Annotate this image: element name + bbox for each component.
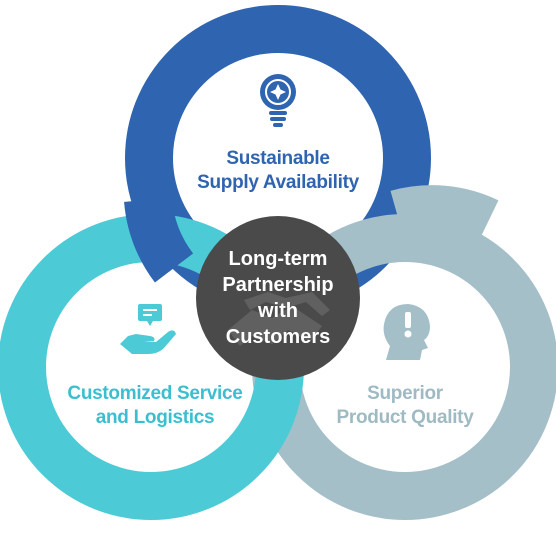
- ring-right-overlap: [390, 185, 499, 244]
- handshake-icon: [228, 292, 330, 346]
- center-label: Long-term Partnership with Customers: [196, 216, 360, 380]
- label-right-line-1: Superior: [367, 383, 443, 404]
- lightbulb-icon: [260, 74, 296, 127]
- label-customized-service: Customized Service and Logistics: [55, 382, 255, 430]
- label-left-line-2: and Logistics: [95, 407, 215, 428]
- label-top-line-2: Supply Availability: [197, 172, 359, 193]
- center-line-3: with: [258, 300, 298, 322]
- label-left-line-1: Customized Service: [67, 383, 243, 404]
- label-sustainable-supply: Sustainable Supply Availability: [178, 147, 378, 195]
- center-line-1: Long-term: [228, 248, 328, 270]
- center-circle: [196, 216, 360, 380]
- label-right-line-2: Product Quality: [336, 407, 474, 428]
- label-top-line-1: Sustainable: [226, 148, 330, 169]
- head-exclamation-icon: [383, 304, 430, 360]
- center-line-2: Partnership: [222, 274, 334, 296]
- hand-chat-icon: [120, 304, 176, 354]
- label-superior-quality: Superior Product Quality: [305, 382, 505, 430]
- ring-top-overlap: [124, 197, 194, 283]
- center-line-4: Customers: [225, 326, 331, 348]
